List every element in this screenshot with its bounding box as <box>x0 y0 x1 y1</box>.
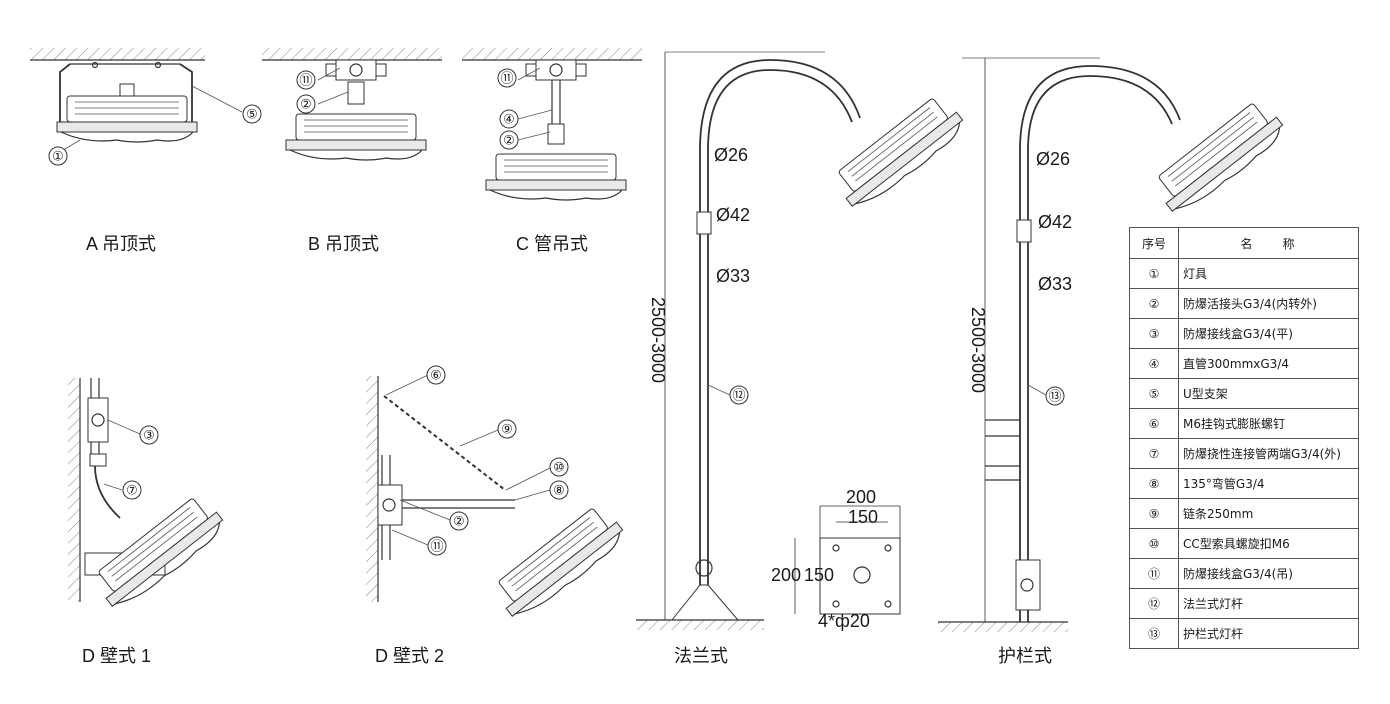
row-name: CC型索具螺旋扣M6 <box>1178 528 1359 559</box>
caption-flange: 法兰式 <box>674 646 728 666</box>
guardrail-pole <box>938 57 1290 632</box>
callout-10: ⑩ <box>553 460 565 475</box>
header-name: 名 称 <box>1178 227 1359 259</box>
callout-9: ⑨ <box>501 422 513 437</box>
callout-1: ① <box>52 149 64 164</box>
row-no: ⑨ <box>1129 498 1179 529</box>
row-name: 直管300mmxG3/4 <box>1178 348 1359 379</box>
callout-5: ⑤ <box>246 107 258 122</box>
callout-2-d2: ② <box>453 514 465 529</box>
row-name: U型支架 <box>1178 378 1359 409</box>
caption-view-b: B 吊顶式 <box>308 234 379 254</box>
view-c-pipe-mount <box>462 48 642 201</box>
plate-height-150: 150 <box>804 565 834 585</box>
row-no: ⑧ <box>1129 468 1179 499</box>
parts-table-header: 序号 名 称 <box>1129 227 1359 259</box>
row-name: 法兰式灯杆 <box>1178 588 1359 619</box>
plate-height-200: 200 <box>771 565 801 585</box>
callout-4: ④ <box>503 112 515 127</box>
caption-view-a: A 吊顶式 <box>86 234 156 254</box>
plate-width-150: 150 <box>848 507 878 527</box>
row-name: 防爆接线盒G3/4(吊) <box>1178 558 1359 589</box>
view-d2-wall-mount <box>366 376 630 625</box>
row-name: 护栏式灯杆 <box>1178 618 1359 649</box>
row-name: 灯具 <box>1178 258 1359 289</box>
row-no: ④ <box>1129 348 1179 379</box>
plate-holes: 4*ф20 <box>818 611 870 631</box>
flange-height-dim: 2500-3000 <box>648 297 668 383</box>
caption-view-c: C 管吊式 <box>516 234 588 254</box>
callout-2-c: ② <box>503 133 515 148</box>
rail-dia-33: Ø33 <box>1038 274 1072 294</box>
view-d1-wall-mount <box>68 378 230 615</box>
row-name: 135°弯管G3/4 <box>1178 468 1359 499</box>
view-b-ceiling-mount <box>262 48 442 161</box>
flange-plate-detail <box>794 505 901 615</box>
row-name: M6挂钩式膨胀螺钉 <box>1178 408 1359 439</box>
callout-11-c: ⑪ <box>500 71 513 86</box>
callout-13: ⑬ <box>1048 389 1061 404</box>
callout-7: ⑦ <box>126 483 138 498</box>
row-name: 防爆活接头G3/4(内转外) <box>1178 288 1359 319</box>
row-name: 链条250mm <box>1178 498 1359 529</box>
flange-pole <box>636 51 970 630</box>
flange-dia-42: Ø42 <box>716 205 750 225</box>
flange-dia-33: Ø33 <box>716 266 750 286</box>
callout-8: ⑧ <box>553 483 565 498</box>
header-no: 序号 <box>1129 227 1179 259</box>
row-no: ⑥ <box>1129 408 1179 439</box>
callout-11-d2: ⑪ <box>430 539 443 554</box>
row-no: ② <box>1129 288 1179 319</box>
callout-3: ③ <box>143 428 155 443</box>
view-a-ceiling-mount <box>30 48 205 143</box>
row-no: ① <box>1129 258 1179 289</box>
callout-11-b: ⑪ <box>299 73 312 88</box>
row-no: ⑦ <box>1129 438 1179 469</box>
row-no: ⑪ <box>1129 558 1179 589</box>
row-name: 防爆挠性连接管两端G3/4(外) <box>1178 438 1359 469</box>
row-no: ⑫ <box>1129 588 1179 619</box>
row-no: ⑬ <box>1129 618 1179 649</box>
rail-dia-26: Ø26 <box>1036 149 1070 169</box>
row-no: ⑤ <box>1129 378 1179 409</box>
rail-height-dim: 2500-3000 <box>968 307 988 393</box>
callout-6: ⑥ <box>430 368 442 383</box>
callout-labels: ① ⑤ ⑪ ② ⑪ ④ ② ③ ⑦ ⑥ ⑨ ⑩ ⑧ ② ⑪ ⑫ ⑬ <box>48 68 1065 556</box>
plate-width-200: 200 <box>846 487 876 507</box>
rail-dia-42: Ø42 <box>1038 212 1072 232</box>
flange-dia-26: Ø26 <box>714 145 748 165</box>
caption-view-d2: D 壁式 2 <box>375 646 444 666</box>
callout-2-b: ② <box>300 97 312 112</box>
caption-view-d1: D 壁式 1 <box>82 646 151 666</box>
row-no: ③ <box>1129 318 1179 349</box>
callout-12: ⑫ <box>732 388 745 403</box>
row-no: ⑩ <box>1129 528 1179 559</box>
row-name: 防爆接线盒G3/4(平) <box>1178 318 1359 349</box>
caption-rail: 护栏式 <box>998 646 1052 666</box>
